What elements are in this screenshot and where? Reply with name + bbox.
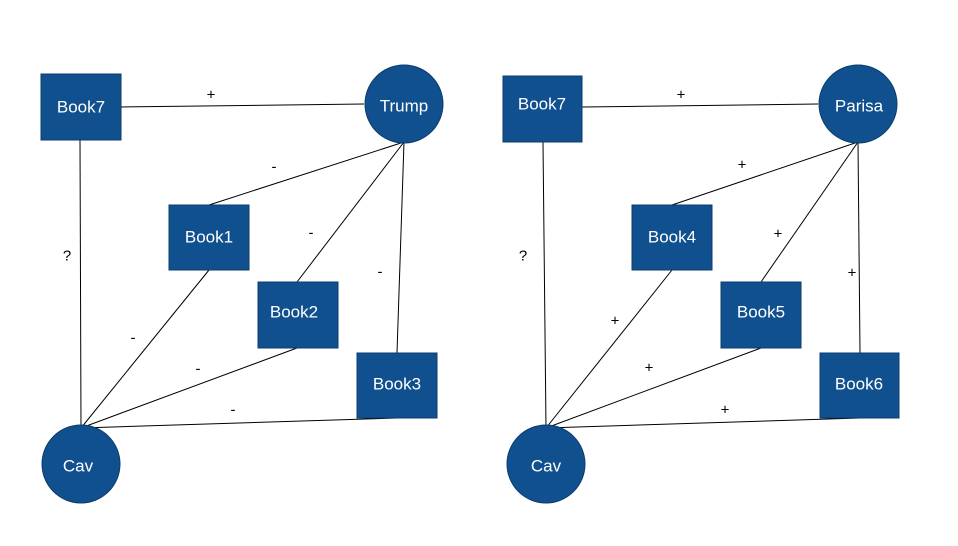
node-book1: Book1 [168,204,250,271]
node-cav-left: Cav [41,424,121,504]
node-label: Trump [380,97,429,116]
edge-label-book7-trump: + [207,87,216,104]
node-book3: Book3 [356,352,438,419]
node-book2: Book2 [257,281,339,349]
node-book4: Book4 [631,204,713,271]
node-label: Book7 [57,98,105,117]
edge-label-trump-book3: - [378,264,383,281]
edge-label-book6-cav: + [721,402,730,419]
node-book7-right: Book7 [502,75,583,143]
node-label: Book2 [270,303,318,322]
edge-label-parisa-book5: + [774,226,783,243]
node-cav-right: Cav [506,424,586,504]
edge-book7-cav [542,141,547,429]
edge-label-book2-cav: - [196,361,201,378]
edge-trump-book1 [208,141,405,206]
edge-parisa-book4 [671,141,859,206]
edge-label-trump-book1: - [272,159,277,176]
edge-label-book1-cav: - [131,330,136,347]
node-label: Book3 [373,375,421,394]
edge-label-book5-cav: + [645,360,654,377]
edge-parisa-book6 [857,141,861,354]
edge-label-book7-cav: ? [519,248,527,265]
edge-book7-cav [79,139,82,429]
edge-label-trump-book2: - [309,225,314,242]
node-label: Book1 [185,228,233,247]
edge-book5-cav [545,347,762,429]
edge-label-parisa-book4: + [738,157,747,174]
node-label: Book4 [648,228,696,247]
node-book7-left: Book7 [40,73,122,141]
node-label: Cav [63,457,94,476]
node-parisa: Parisa [818,64,898,144]
diagram-left: + ? - - - - - - Book7 Trump Book1 Book2 … [40,64,444,504]
node-label: Book5 [737,303,785,322]
edge-parisa-book5 [760,141,859,283]
node-label: Book6 [835,375,883,394]
edge-book7-trump [120,103,365,108]
edge-book1-cav [80,269,210,429]
node-label: Book7 [518,95,566,114]
edge-label-parisa-book6: + [848,265,857,282]
edge-trump-book2 [296,141,405,283]
edge-label-book3-cav: - [231,402,236,419]
node-book5: Book5 [720,281,802,349]
edge-label-book7-parisa: + [677,87,686,104]
node-label: Cav [531,457,562,476]
edge-book6-cav [545,417,861,429]
node-label: Parisa [835,97,884,116]
edge-book4-cav [545,269,673,429]
node-trump: Trump [364,64,444,144]
edge-book3-cav [80,417,398,429]
edge-label-book4-cav: + [611,313,620,330]
edge-book2-cav [80,347,298,429]
node-book6: Book6 [819,352,900,419]
edge-book7-parisa [581,103,819,108]
diagram-right: + ? + + + + + + Book7 Parisa Book4 Book5… [502,64,900,504]
edge-trump-book3 [396,141,405,354]
edge-label-book7-cav: ? [63,248,71,265]
